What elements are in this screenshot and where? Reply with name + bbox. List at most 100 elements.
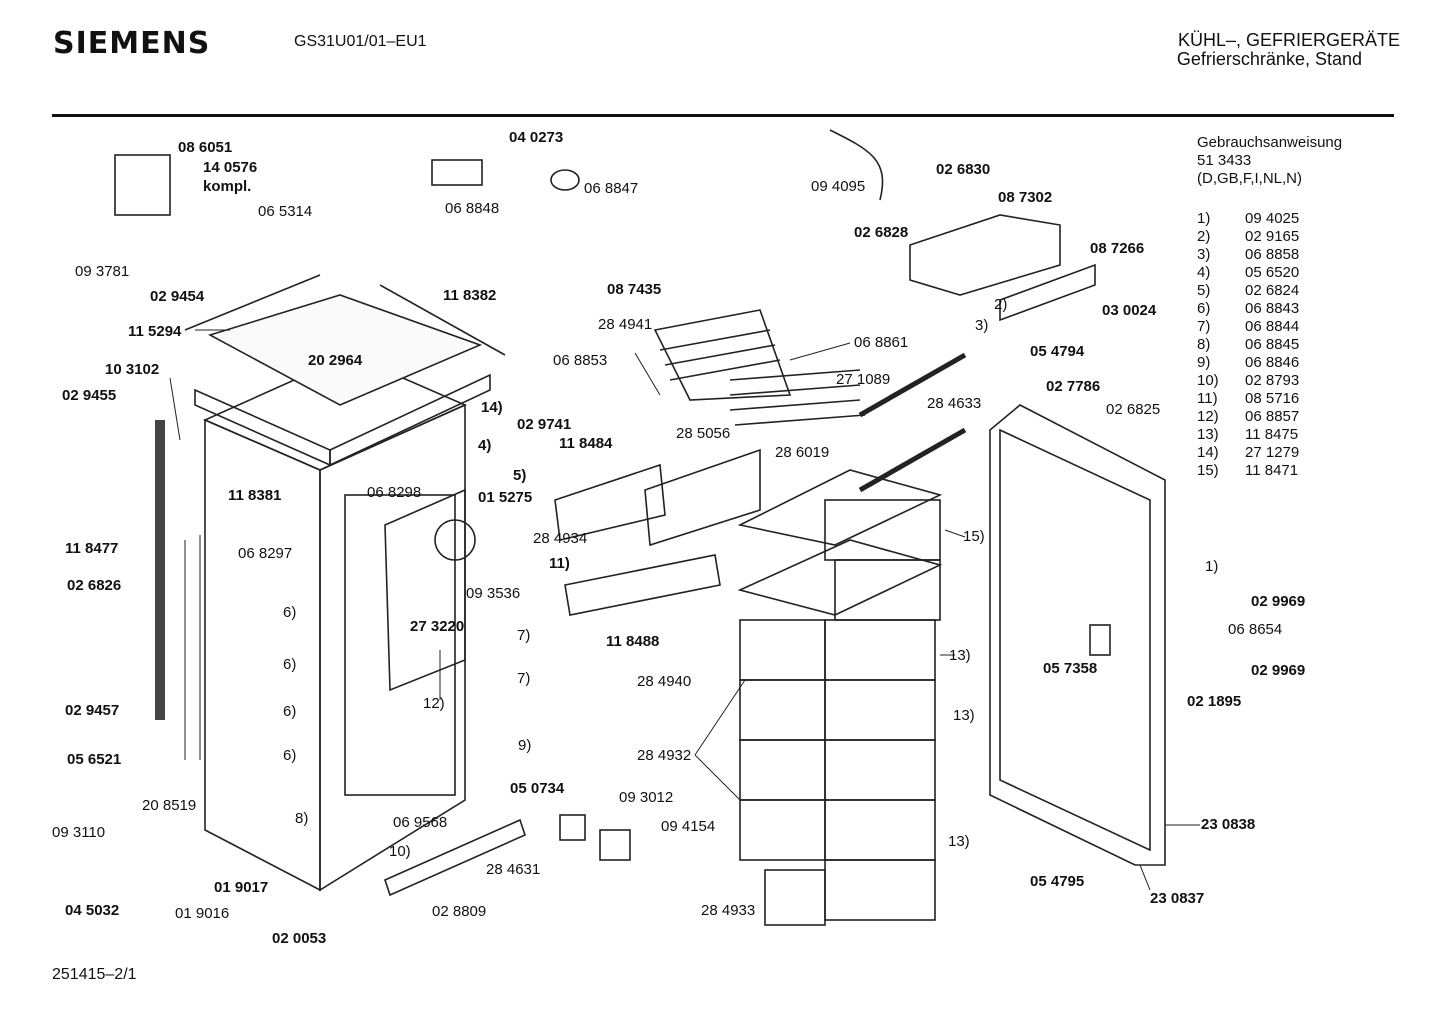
part-label-093536: 09 3536	[466, 585, 521, 602]
part-label-284940: 28 4940	[637, 673, 692, 690]
part-label-054794: 05 4794	[1030, 343, 1085, 360]
part-label-057358: 05 7358	[1043, 660, 1098, 677]
rail-115294	[184, 274, 321, 331]
part-label-027786: 02 7786	[1046, 378, 1101, 395]
part-label-020053: 02 0053	[272, 930, 327, 947]
part-label-054795: 05 4795	[1030, 873, 1085, 890]
part-label-094095: 09 4095	[811, 178, 866, 195]
door	[989, 404, 1166, 866]
part-label-284934: 28 4934	[533, 530, 588, 547]
legend-row: 13)11 8475	[1197, 426, 1299, 444]
part-label-13b: 13)	[953, 707, 975, 724]
part-label-15: 15)	[963, 528, 985, 545]
model-number: GS31U01/01–EU1	[294, 33, 427, 50]
part-label-019016: 01 9016	[175, 905, 230, 922]
legend-row: 8)06 8845	[1197, 336, 1299, 354]
back-plate	[384, 488, 466, 692]
brand-logo: SIEMENS	[53, 26, 211, 61]
part-label-284633: 28 4633	[927, 395, 982, 412]
part-label-093012: 09 3012	[619, 789, 674, 806]
fan-motor	[599, 829, 631, 861]
part-label-026826: 02 6826	[67, 577, 122, 594]
category-subtitle: Gefrierschränke, Stand	[1176, 49, 1362, 69]
part-label-10: 10)	[389, 843, 411, 860]
part-label-068848: 06 8848	[445, 200, 500, 217]
part-label-4: 4)	[478, 437, 492, 454]
fan-housing	[434, 519, 476, 561]
thermostat-capillary	[829, 129, 884, 201]
side-grille	[184, 535, 201, 760]
part-label-068298: 06 8298	[367, 484, 422, 501]
part-label-045032: 04 5032	[65, 902, 120, 919]
legend-key: 4)	[1197, 264, 1211, 281]
part-label-068861: 06 8861	[854, 334, 909, 351]
part-label-086051: 08 6051	[178, 139, 233, 156]
part-label-6d: 6)	[283, 747, 297, 764]
header-divider	[52, 114, 1394, 117]
legend-value: 09 4025	[1245, 210, 1300, 227]
part-label-029969b: 02 9969	[1251, 662, 1306, 679]
legend-key: 10)	[1197, 372, 1219, 389]
legend-row: 7)06 8844	[1197, 318, 1299, 336]
part-label-103102: 10 3102	[105, 361, 160, 378]
light-cover	[114, 154, 171, 216]
part-label-094154: 09 4154	[661, 818, 716, 835]
part-label-13a: 13)	[949, 647, 971, 664]
legend-key: 13)	[1197, 426, 1219, 443]
legend-value: 08 5716	[1245, 390, 1300, 407]
legend-row: 11) 08 5716	[1197, 390, 1299, 408]
legend-value: 06 8857	[1245, 408, 1300, 425]
part-label-118381: 11 8381	[228, 487, 282, 504]
part-label-9: 9)	[518, 737, 532, 754]
legend-row: 4)05 6520	[1197, 264, 1299, 282]
top-panel	[194, 294, 491, 467]
legend-key: 11)	[1197, 390, 1218, 407]
legend-row: 1) 09 4025	[1197, 210, 1299, 228]
part-label-087435: 08 7435	[607, 281, 662, 298]
lamp-holder	[431, 159, 483, 186]
legend-row: 9)06 8846	[1197, 354, 1299, 372]
shelves	[737, 352, 967, 616]
manual-title: Gebrauchsanweisung	[1197, 134, 1343, 151]
part-label-056521: 05 6521	[67, 751, 122, 768]
part-label-208519: 20 8519	[142, 797, 197, 814]
part-label-019017: 01 9017	[214, 879, 269, 896]
legend-value: 06 8845	[1245, 336, 1300, 353]
part-label-5: 5)	[513, 467, 527, 484]
part-label-026830: 02 6830	[936, 161, 991, 178]
part-label-021895: 02 1895	[1187, 693, 1242, 710]
legend-key: 12)	[1197, 408, 1219, 425]
rail-118382	[379, 284, 506, 356]
bottom-vent-grille	[384, 818, 526, 897]
lamp-bulb	[550, 169, 580, 191]
legend-key: 6)	[1197, 300, 1211, 317]
part-label-069568: 06 9568	[393, 814, 448, 831]
legend-key: 5)	[1197, 282, 1211, 299]
legend-value: 02 8793	[1245, 372, 1300, 389]
legend-row: 14)27 1279	[1197, 444, 1299, 462]
part-label-093110: 09 3110	[52, 824, 106, 841]
drip-tray	[554, 463, 666, 541]
legend-key: 3)	[1197, 246, 1211, 263]
part-label-12: 12)	[423, 695, 445, 712]
defrost-heater	[729, 369, 866, 426]
legend-value: 06 8844	[1245, 318, 1300, 335]
evaporator	[653, 309, 792, 401]
part-label-026828: 02 6828	[854, 224, 909, 241]
part-label-7b: 7)	[517, 670, 531, 687]
part-label-068847: 06 8847	[584, 180, 639, 197]
legend-value: 11 8471	[1245, 462, 1299, 479]
legend-key: 1)	[1197, 210, 1211, 227]
part-label-202964: 20 2964	[308, 352, 363, 369]
part-label-273220: 27 3220	[410, 618, 465, 635]
part-label-6c: 6)	[283, 703, 297, 720]
part-label-11: 11)	[549, 555, 570, 572]
part-label-050734: 05 0734	[510, 780, 565, 797]
legend-row: 6)06 8843	[1197, 300, 1299, 318]
fan-cover	[644, 448, 761, 547]
part-label-284933: 28 4933	[701, 902, 756, 919]
part-label-284932: 28 4932	[637, 747, 692, 764]
part-label-029455: 02 9455	[62, 387, 117, 404]
